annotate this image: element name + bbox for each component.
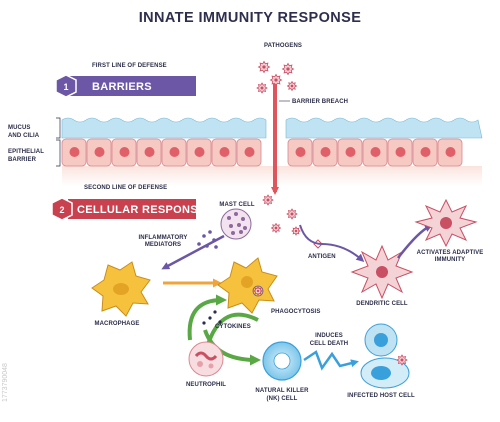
pathogen-icon (253, 286, 263, 296)
epithelial-cell (312, 138, 338, 167)
induces-label-line2: CELL DEATH (310, 341, 348, 347)
pathogen-icon (269, 73, 283, 87)
pathogen-icon (286, 80, 298, 92)
pathogen-icon (257, 60, 271, 74)
activates-label-line2: IMMUNITY (435, 257, 465, 263)
epithelial-cell (412, 138, 438, 167)
step-2-number: 2 (59, 205, 64, 215)
epithelial-bracket (56, 139, 61, 167)
inflammatory-label-line2: MEDIATORS (145, 242, 181, 248)
pathogens-label: PATHOGENS (264, 43, 302, 49)
mast-cell (220, 208, 252, 240)
epithelial-cell (86, 138, 112, 167)
dendritic-cell-label: DENDRITIC CELL (356, 301, 408, 307)
activation-arrow (397, 224, 433, 259)
cytokines-arrow-up (187, 294, 227, 341)
tissue-background (62, 166, 482, 186)
barriers-banner-label: BARRIERS (92, 81, 152, 93)
mediators-arrow (161, 234, 225, 270)
epithelial-cell (111, 138, 137, 167)
pathogen-icon (281, 62, 295, 76)
antigen-label: ANTIGEN (308, 254, 336, 260)
engulfed-pathogen (253, 286, 263, 296)
pathogen-icon (256, 82, 268, 94)
pathogen-icon (286, 208, 298, 220)
stock-id-watermark: 1773790048 (2, 363, 9, 402)
cytokines-label: CYTOKINES (215, 324, 251, 330)
epithelial-cell (287, 138, 313, 167)
phagocytosis-cell (217, 257, 278, 314)
mucus-label-line2: AND CILIA (8, 133, 40, 139)
pathogen-icon (396, 354, 408, 366)
mast-cell-label: MAST CELL (219, 202, 254, 208)
induces-death-arrow (303, 350, 359, 371)
mucus-layer-right (285, 117, 483, 139)
neutrophil-label: NEUTROPHIL (186, 382, 226, 388)
macrophage-cell (91, 261, 151, 317)
first-line-heading: FIRST LINE OF DEFENSE (92, 63, 167, 69)
epithelial-label-line1: EPITHELIAL (8, 149, 44, 155)
epithelial-cell (136, 138, 162, 167)
step-1-badge: 1 (55, 74, 77, 98)
inflammatory-label-line1: INFLAMMATORY (138, 235, 187, 241)
phagocytosis-label: PHAGOCYTOSIS (271, 309, 320, 315)
barriers-banner: BARRIERS (68, 76, 196, 96)
pathogens-group (256, 60, 298, 94)
infected-host-cell-label: INFECTED HOST CELL (347, 393, 415, 399)
mucus-layer-left (61, 117, 267, 139)
pathogen-icon (262, 194, 274, 206)
epithelial-cell (186, 138, 212, 167)
activates-label-line1: ACTIVATES ADAPTIVE (417, 250, 484, 256)
barrier-breach-label: BARRIER BREACH (292, 99, 348, 105)
epithelial-cell (337, 138, 363, 167)
induces-label-line1: INDUCES (315, 333, 343, 339)
macrophage-label: MACROPHAGE (94, 321, 139, 327)
diagram-title: INNATE IMMUNITY RESPONSE (139, 10, 362, 26)
neutrophil-cell (188, 341, 224, 377)
pathogen-icon (270, 222, 282, 234)
epithelial-cell (211, 138, 237, 167)
pathogen-icon (291, 226, 301, 236)
epithelial-cell (387, 138, 413, 167)
tissue-pathogens (262, 194, 301, 236)
epithelial-cell (161, 138, 187, 167)
epithelial-cell (236, 138, 262, 167)
second-line-heading: SECOND LINE OF DEFENSE (84, 185, 167, 191)
cytokines-arrow-to-nk (203, 329, 261, 366)
dendritic-cell (350, 244, 414, 300)
adaptive-immunity-cell (414, 198, 478, 248)
step-1-number: 1 (63, 82, 68, 92)
cytokine-dots (202, 310, 222, 325)
cellular-response-label: CELLULAR RESPONSE (77, 204, 206, 216)
nk-cell (262, 341, 302, 381)
host-pathogen (396, 354, 408, 366)
cellular-response-banner: CELLULAR RESPONSE (68, 199, 206, 219)
nk-label-line1: NATURAL KILLER (255, 388, 309, 394)
mucus-bracket (56, 117, 61, 139)
antigen-arrow (299, 224, 365, 262)
epithelial-barrier (61, 138, 463, 167)
mucus-label-line1: MUCUS (8, 125, 31, 131)
epithelial-cell (437, 138, 463, 167)
epithelial-label-line2: BARRIER (8, 157, 37, 163)
epithelial-cell (61, 138, 87, 167)
epithelial-cell (362, 138, 388, 167)
nk-label-line2: (NK) CELL (267, 396, 298, 402)
infected-host-cells (360, 323, 410, 389)
step-2-badge: 2 (51, 197, 73, 221)
